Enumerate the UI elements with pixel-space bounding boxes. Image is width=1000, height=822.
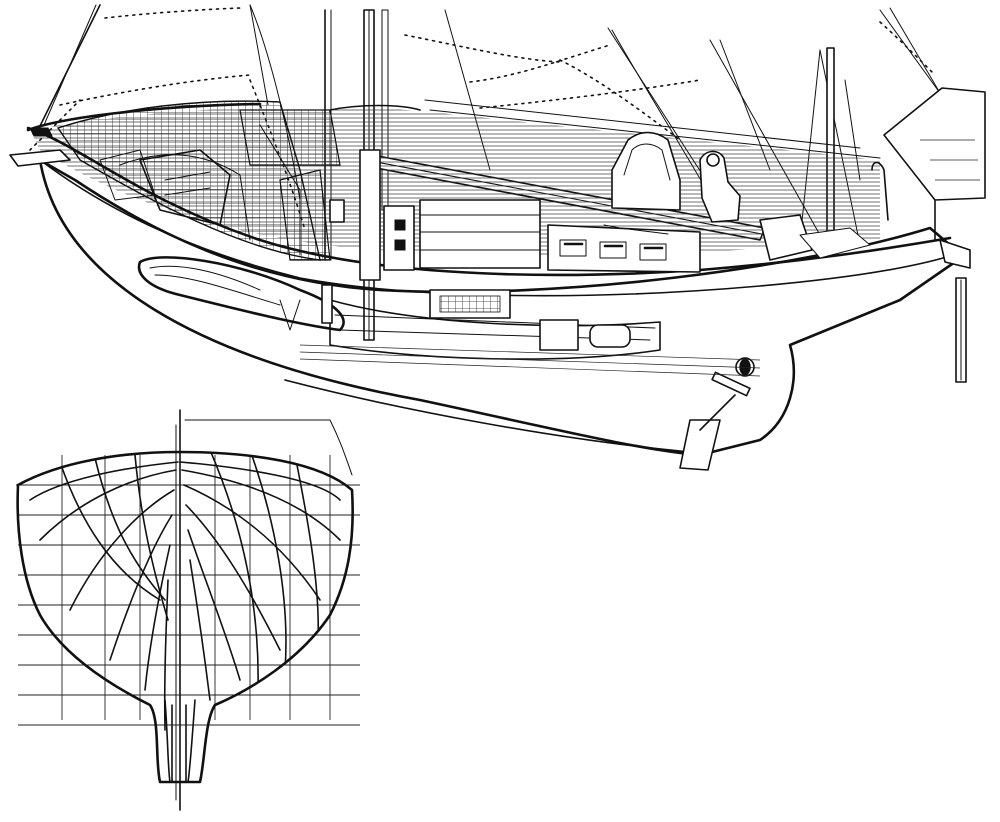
station-line xyxy=(109,514,173,661)
station-line xyxy=(189,559,211,701)
station-line xyxy=(187,529,241,681)
keel-contour xyxy=(164,699,171,782)
wind-vane xyxy=(883,87,986,241)
body-plan-outline xyxy=(16,450,354,784)
station-line xyxy=(179,461,341,501)
station-line xyxy=(59,461,161,601)
crew-figure xyxy=(699,150,741,223)
station-line xyxy=(29,461,179,501)
propeller-icon xyxy=(735,357,755,377)
deckhouse xyxy=(419,199,541,269)
rudder xyxy=(679,419,721,471)
station-line xyxy=(163,579,169,731)
station-line xyxy=(69,489,175,611)
station-line xyxy=(144,544,171,691)
station-line xyxy=(134,454,169,621)
mast-tabernacle xyxy=(359,149,381,281)
station-line xyxy=(39,469,177,541)
station-curves xyxy=(29,452,341,782)
station-line xyxy=(94,457,166,601)
deck-structures xyxy=(99,87,986,281)
station-line xyxy=(294,454,320,641)
body-plan-grid xyxy=(18,455,360,726)
hull-cutaway-openings xyxy=(137,256,761,377)
keel-contour xyxy=(187,699,196,782)
bow-netting xyxy=(56,100,421,261)
station-line xyxy=(185,504,281,651)
station-line xyxy=(249,452,287,671)
keel-contour xyxy=(171,704,187,782)
station-line xyxy=(181,469,341,541)
station-line xyxy=(183,484,321,601)
perspective-cutaway-view xyxy=(9,4,986,471)
body-plan-view xyxy=(16,409,360,811)
bow-pulpit xyxy=(9,102,262,167)
station-line xyxy=(209,452,259,691)
